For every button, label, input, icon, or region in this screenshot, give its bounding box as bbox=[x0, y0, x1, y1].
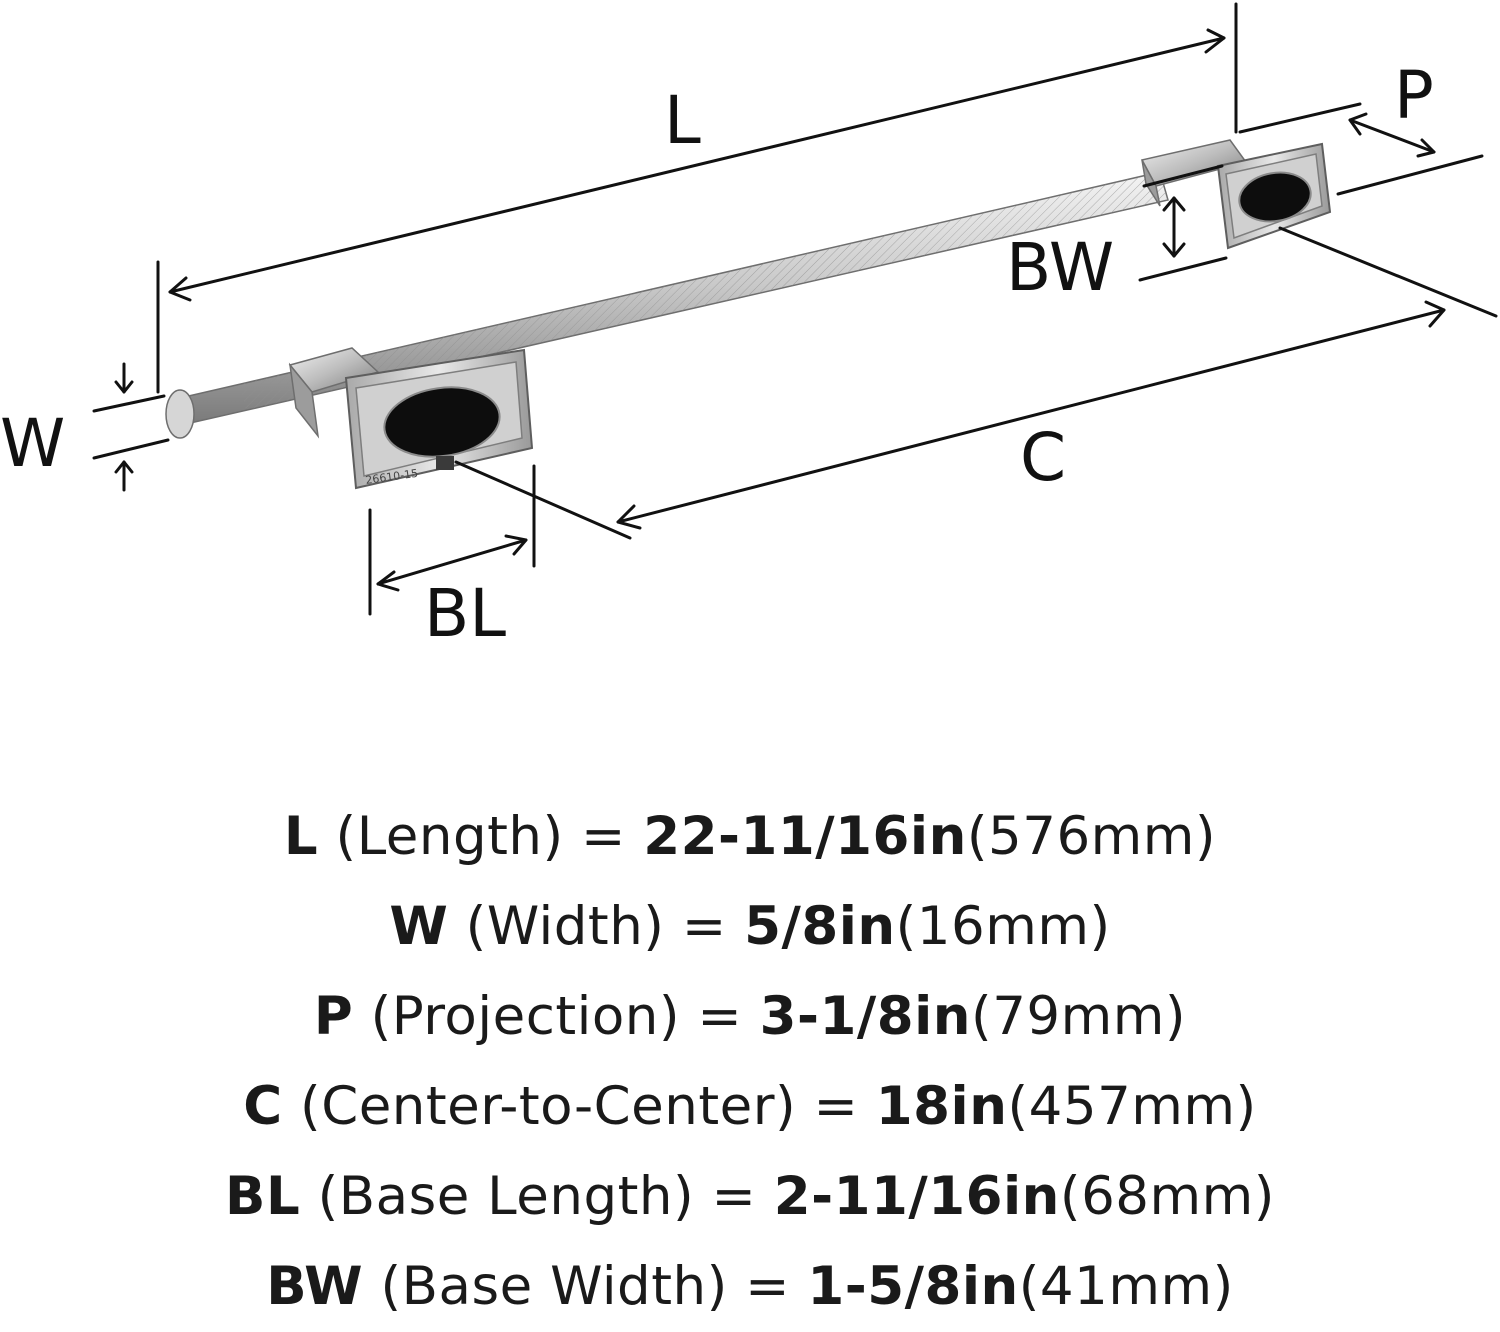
spec-name: (Length) = bbox=[318, 806, 644, 867]
spec-code: BL bbox=[225, 1166, 301, 1227]
spec-base-length: BL (Base Length) = 2-11/16in(68mm) bbox=[0, 1152, 1500, 1242]
dimension-spec-list: L (Length) = 22-11/16in(576mm) W (Width)… bbox=[0, 792, 1500, 1332]
spec-imperial: 3-1/8in bbox=[759, 986, 972, 1047]
spec-code: C bbox=[243, 1076, 283, 1137]
spec-code: L bbox=[283, 806, 319, 867]
spec-imperial: 22-11/16in bbox=[643, 806, 967, 867]
dimension-lines bbox=[92, 2, 1498, 616]
spec-name: (Center-to-Center) = bbox=[282, 1076, 876, 1137]
spec-name: (Base Length) = bbox=[300, 1166, 774, 1227]
spec-imperial: 2-11/16in bbox=[773, 1166, 1060, 1227]
spec-code: P bbox=[313, 986, 354, 1047]
label-P: P bbox=[1394, 57, 1434, 134]
spec-metric: (457mm) bbox=[1007, 1076, 1257, 1137]
spec-imperial: 5/8in bbox=[744, 896, 896, 957]
label-C: C bbox=[1020, 419, 1066, 496]
spec-width: W (Width) = 5/8in(16mm) bbox=[0, 882, 1500, 972]
spec-metric: (576mm) bbox=[966, 806, 1217, 867]
spec-name: (Base Width) = bbox=[363, 1256, 808, 1317]
spec-name: (Width) = bbox=[448, 896, 745, 957]
spec-metric: (16mm) bbox=[895, 896, 1111, 957]
right-mount-bracket bbox=[1140, 139, 1332, 250]
spec-center-to-center: C (Center-to-Center) = 18in(457mm) bbox=[0, 1062, 1500, 1152]
towel-bar-rod bbox=[165, 171, 1169, 439]
spec-metric: (41mm) bbox=[1018, 1256, 1234, 1317]
spec-imperial: 18in bbox=[875, 1076, 1008, 1137]
spec-length: L (Length) = 22-11/16in(576mm) bbox=[0, 792, 1500, 882]
spec-base-width: BW (Base Width) = 1-5/8in(41mm) bbox=[0, 1242, 1500, 1332]
spec-projection: P (Projection) = 3-1/8in(79mm) bbox=[0, 972, 1500, 1062]
spec-code: W bbox=[389, 896, 449, 957]
spec-metric: (79mm) bbox=[971, 986, 1187, 1047]
label-L: L bbox=[664, 82, 701, 159]
spec-imperial: 1-5/8in bbox=[807, 1256, 1019, 1317]
label-W: W bbox=[0, 405, 65, 482]
spec-code: BW bbox=[266, 1256, 364, 1317]
towel-bar-dimension-diagram: 26610-15 bbox=[0, 2, 1498, 652]
label-BW: BW bbox=[1006, 229, 1114, 306]
label-BL: BL bbox=[424, 575, 506, 652]
spec-name: (Projection) = bbox=[353, 986, 760, 1047]
spec-metric: (68mm) bbox=[1059, 1166, 1275, 1227]
left-mount-bracket: 26610-15 bbox=[288, 347, 534, 490]
